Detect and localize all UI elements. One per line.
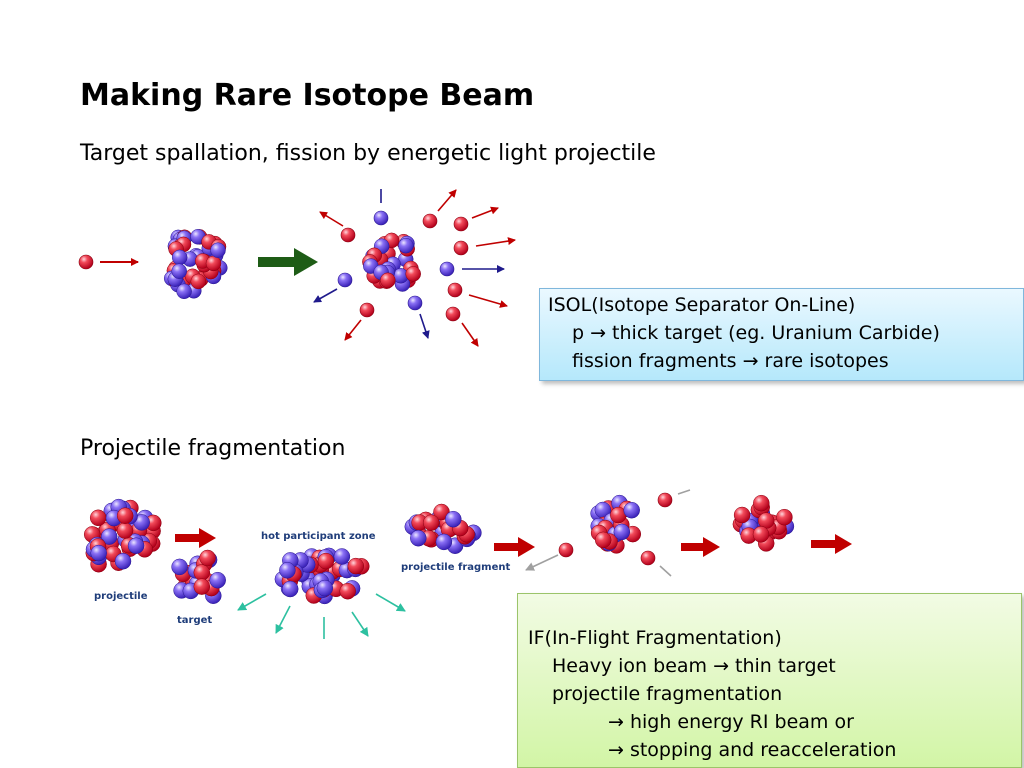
proton <box>190 273 207 290</box>
fragmentation-heading: Projectile fragmentation <box>80 436 346 461</box>
fragment-core <box>590 494 642 554</box>
proton <box>317 552 335 570</box>
proton <box>594 531 612 549</box>
neutron <box>445 510 462 528</box>
projectile-fragment-label: projectile fragment <box>401 562 511 573</box>
proton <box>733 506 751 524</box>
proton <box>405 266 421 282</box>
projectile-fragment <box>404 503 482 554</box>
neutron <box>210 242 226 258</box>
reaction-arrow <box>258 248 318 276</box>
if-title: IF(In-Flight Fragmentation) <box>528 627 782 649</box>
beam-arrow-4 <box>811 534 852 554</box>
neutron <box>623 501 640 519</box>
proton <box>116 507 134 524</box>
proton <box>205 255 222 272</box>
target-label: target <box>177 615 212 626</box>
isol-info-box: ISOL(Isotope Separator On-Line) p → thic… <box>539 288 1024 381</box>
beam-arrow-3 <box>681 537 720 557</box>
neutron <box>613 523 631 541</box>
if-info-box: IF(In-Flight Fragmentation) Heavy ion be… <box>517 593 1022 768</box>
proton <box>347 557 365 575</box>
target-nucleus-small <box>171 549 226 604</box>
emission-arrows <box>237 593 406 639</box>
if-line-stopping: → stopping and reacceleration <box>608 739 897 761</box>
proton <box>752 526 770 543</box>
incoming-proton <box>78 254 94 270</box>
proton <box>193 564 211 581</box>
isol-line-target: p → thick target (eg. Uranium Carbide) <box>572 322 940 344</box>
beam-arrow-2 <box>494 537 535 557</box>
proton <box>380 272 396 289</box>
neutron <box>410 529 427 547</box>
proton <box>116 522 134 539</box>
proton <box>753 494 770 512</box>
neutron <box>171 249 188 266</box>
neutron <box>398 237 414 254</box>
emitted-particles <box>313 189 516 347</box>
isol-line-fragments: fission fragments → rare isotopes <box>572 350 889 372</box>
proton <box>193 578 211 595</box>
neutron <box>333 548 351 565</box>
proton <box>199 549 216 567</box>
neutron <box>90 544 107 562</box>
neutron <box>279 562 296 579</box>
if-line-fragmentation: projectile fragmentation <box>552 683 783 705</box>
proton <box>89 509 107 527</box>
neutron <box>127 537 145 554</box>
neutron <box>435 533 453 551</box>
neutron <box>114 552 132 570</box>
hot-zone-label: hot participant zone <box>261 531 376 542</box>
neutron <box>176 283 192 300</box>
neutron <box>281 580 299 598</box>
neutron <box>209 571 226 589</box>
hot-participant-zone <box>274 547 370 605</box>
slide-title: Making Rare Isotope Beam <box>80 78 535 113</box>
if-line-high-energy: → high energy RI beam or <box>608 711 854 733</box>
beam-arrow-1 <box>175 528 216 548</box>
decaying-fragment <box>525 489 691 577</box>
rare-isotope <box>732 494 795 552</box>
neutron <box>171 558 188 576</box>
neutron <box>316 579 334 597</box>
neutron <box>171 263 187 279</box>
target-nucleus <box>163 229 228 300</box>
spallation-heading: Target spallation, fission by energetic … <box>80 141 656 166</box>
if-line-beam: Heavy ion beam → thin target <box>552 655 836 677</box>
projectile-nucleus <box>83 498 162 573</box>
fissioning-nucleus <box>362 232 421 292</box>
proton <box>776 508 793 526</box>
projectile-label: projectile <box>94 591 148 602</box>
proton <box>422 514 440 531</box>
neutron <box>100 528 118 545</box>
isol-title: ISOL(Isotope Separator On-Line) <box>548 294 856 316</box>
proton <box>339 582 356 600</box>
